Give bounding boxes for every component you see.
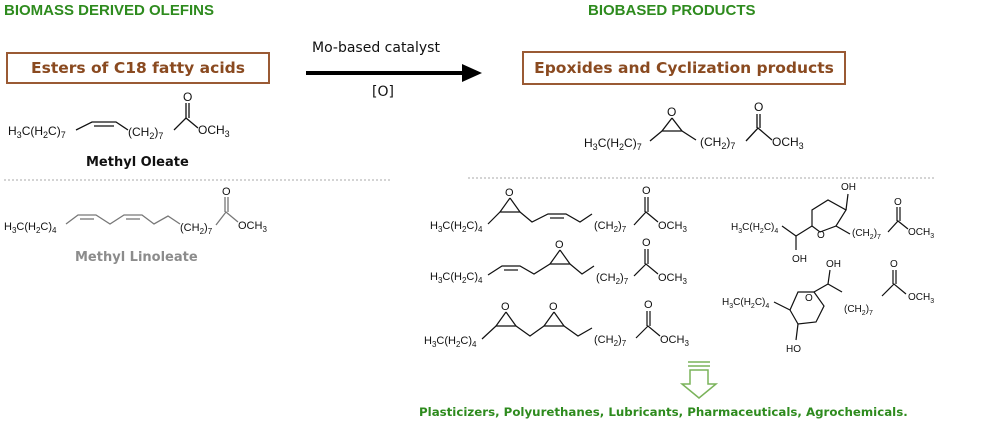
epoxide-linoleate-1: H3C(H2C)4 O (CH2)7 O OCH3 xyxy=(430,185,687,234)
svg-text:O: O xyxy=(555,239,564,251)
methyl-linoleate-label: Methyl Linoleate xyxy=(75,250,198,265)
svg-text:H3C(H2C)7: H3C(H2C)7 xyxy=(584,136,642,152)
svg-text:OCH3: OCH3 xyxy=(908,227,934,240)
catalyst-label: Mo-based catalyst xyxy=(312,40,440,56)
svg-text:(CH2)7: (CH2)7 xyxy=(852,228,881,241)
diepoxide-linoleate: H3C(H2C)4 O O (CH2)7 O OCH3 xyxy=(424,299,689,349)
epoxy-oleate-structure: H3C(H2C)7 O (CH2)7 O OCH3 xyxy=(584,100,804,152)
svg-text:OCH3: OCH3 xyxy=(198,123,230,139)
biobased-products-header: BIOBASED PRODUCTS xyxy=(588,2,756,19)
svg-text:H3C(H2C)4: H3C(H2C)4 xyxy=(424,335,477,349)
reaction-arrow xyxy=(306,64,482,82)
svg-text:(CH2)7: (CH2)7 xyxy=(180,222,213,236)
svg-text:O: O xyxy=(894,197,902,208)
svg-text:OH: OH xyxy=(826,259,841,270)
svg-text:O: O xyxy=(183,90,192,104)
oxidant-label: [O] xyxy=(372,84,394,100)
epoxide-linoleate-2: H3C(H2C)4 O (CH2)7 O OCH3 xyxy=(430,237,687,286)
thf-product-2: H3C(H2C)4 O HO OH (CH2)7 O OCH3 xyxy=(722,259,934,355)
svg-text:H3C(H2C)4: H3C(H2C)4 xyxy=(430,220,483,234)
svg-text:O: O xyxy=(817,230,825,241)
svg-text:O: O xyxy=(549,301,558,313)
svg-text:H3C(H2C)7: H3C(H2C)7 xyxy=(8,124,66,140)
svg-text:O: O xyxy=(644,299,653,311)
svg-text:(CH2)7: (CH2)7 xyxy=(128,125,163,141)
svg-text:O: O xyxy=(754,100,763,114)
svg-text:O: O xyxy=(890,259,898,270)
svg-text:(CH2)7: (CH2)7 xyxy=(594,220,627,234)
svg-text:(CH2)7: (CH2)7 xyxy=(844,304,873,317)
svg-text:O: O xyxy=(805,293,813,304)
svg-text:OH: OH xyxy=(792,254,807,265)
svg-text:HO: HO xyxy=(786,344,801,355)
methyl-oleate-label: Methyl Oleate xyxy=(86,155,189,170)
svg-text:H3C(H2C)4: H3C(H2C)4 xyxy=(731,222,778,235)
svg-text:H3C(H2C)4: H3C(H2C)4 xyxy=(430,271,483,285)
svg-text:OCH3: OCH3 xyxy=(772,135,804,151)
biomass-olefins-header: BIOMASS DERIVED OLEFINS xyxy=(4,2,215,19)
methyl-linoleate-structure: H3C(H2C)4 (CH2)7 O OCH3 xyxy=(4,186,267,236)
svg-text:OCH3: OCH3 xyxy=(238,220,267,234)
svg-text:OCH3: OCH3 xyxy=(658,272,687,286)
fatty-acid-esters-box: Esters of C18 fatty acids xyxy=(6,52,270,84)
svg-text:O: O xyxy=(505,187,514,199)
thf-product-1: H3C(H2C)4 OH O OH (CH2)7 O OCH3 xyxy=(731,182,934,265)
svg-text:H3C(H2C)4: H3C(H2C)4 xyxy=(722,297,769,310)
svg-text:(CH2)7: (CH2)7 xyxy=(700,135,735,151)
methyl-oleate-structure: H3C(H2C)7 (CH2)7 O OCH3 xyxy=(8,90,230,141)
svg-text:OCH3: OCH3 xyxy=(660,334,689,348)
svg-text:O: O xyxy=(642,185,651,197)
svg-text:OCH3: OCH3 xyxy=(908,292,934,305)
down-arrow-icon xyxy=(679,361,719,399)
svg-text:OH: OH xyxy=(841,182,856,193)
svg-text:O: O xyxy=(667,105,676,119)
epoxides-cyclization-box: Epoxides and Cyclization products xyxy=(522,51,846,85)
svg-text:(CH2)7: (CH2)7 xyxy=(596,272,629,286)
svg-text:O: O xyxy=(501,301,510,313)
svg-text:O: O xyxy=(642,237,651,249)
svg-text:O: O xyxy=(222,186,231,198)
svg-text:H3C(H2C)4: H3C(H2C)4 xyxy=(4,221,57,235)
svg-text:OCH3: OCH3 xyxy=(658,220,687,234)
svg-text:(CH2)7: (CH2)7 xyxy=(594,334,627,348)
applications-text: Plasticizers, Polyurethanes, Lubricants,… xyxy=(419,405,908,419)
